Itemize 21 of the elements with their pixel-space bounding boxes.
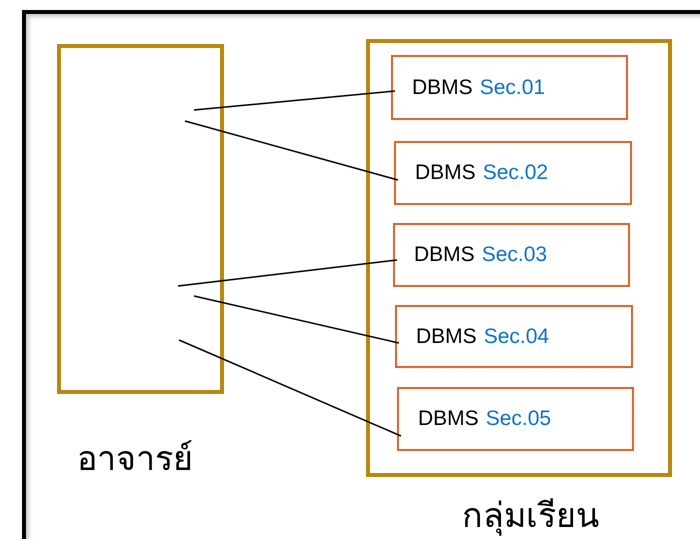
connector-line [178, 259, 398, 287]
course-code: DBMS [416, 324, 477, 350]
connector-line [178, 339, 402, 437]
section-number: Sec.02 [482, 160, 548, 186]
connector-line [184, 120, 398, 181]
section-box [394, 141, 632, 205]
section-number: Sec.03 [482, 242, 548, 268]
connector-line [194, 90, 396, 111]
section-number: Sec.01 [480, 74, 546, 101]
group-label: อาจารย์ [77, 442, 193, 476]
course-code: DBMS [412, 74, 473, 101]
section-number: Sec.05 [486, 406, 552, 432]
section-box [397, 387, 634, 451]
section-box [395, 305, 633, 368]
course-code: DBMS [414, 242, 475, 268]
section-box [393, 223, 630, 287]
section-box [391, 55, 628, 120]
course-code: DBMS [418, 406, 479, 432]
section-number: Sec.04 [484, 324, 550, 350]
connector-line [194, 295, 400, 344]
course-code: DBMS [415, 160, 476, 186]
